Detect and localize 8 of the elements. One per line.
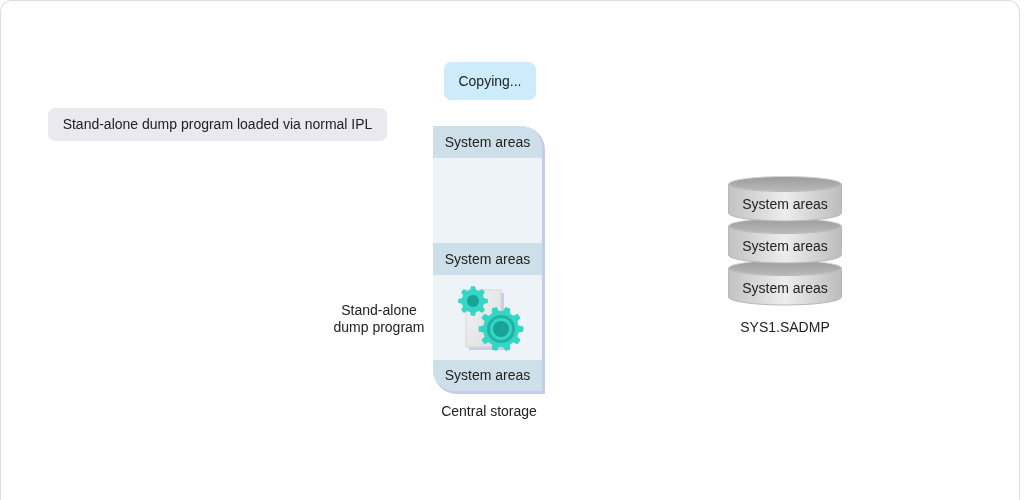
note-box: Stand-alone dump program loaded via normal IPL xyxy=(48,108,387,141)
disk-label: SYS1.SADMP xyxy=(739,318,831,336)
note-box: Copying... xyxy=(444,62,536,100)
program-label: Stand-alone dump program xyxy=(332,302,426,336)
storage-caption: Central storage xyxy=(440,402,538,420)
memory-band: System areas xyxy=(433,126,542,158)
memory-band: System areas xyxy=(433,243,542,275)
memory-band: System areas xyxy=(433,360,542,391)
